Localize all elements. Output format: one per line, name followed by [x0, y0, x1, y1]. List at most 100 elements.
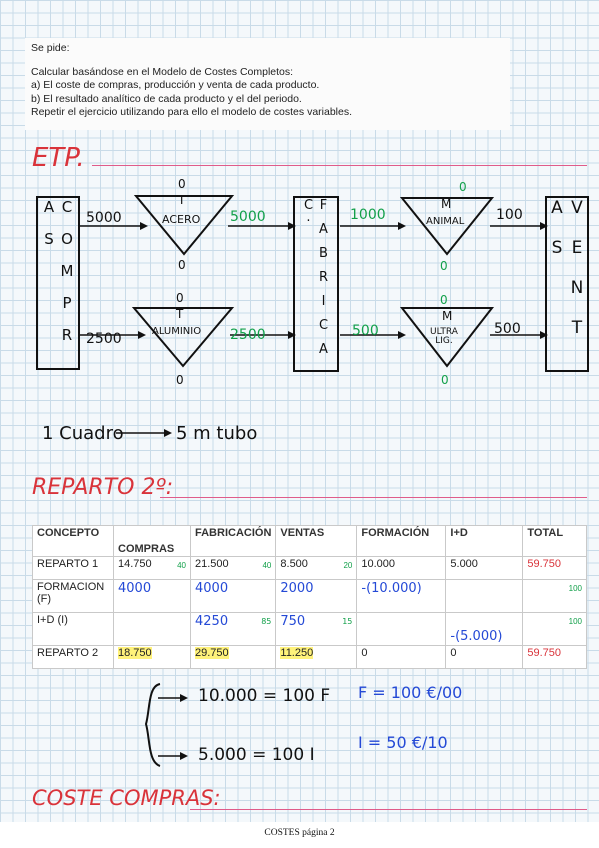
ventas-letters: V E N T A S: [547, 198, 587, 338]
cell-compras: [113, 612, 191, 646]
col-header: COMPRAS: [113, 525, 191, 557]
tri2-label-ultralig: ULTRA LIG.: [430, 327, 458, 346]
pct-badge: 40: [177, 561, 186, 570]
cell-id: -(5.000): [445, 612, 524, 646]
cell-compras: 4000: [113, 579, 191, 613]
triangle-acero: [133, 195, 235, 256]
cell-formacion: 10.000: [356, 556, 447, 580]
cell-id: 5.000: [445, 556, 524, 580]
cell-total: 100: [522, 579, 587, 613]
cell-total: 59.750: [522, 645, 587, 669]
fabrica-letters: F A B R I C A C.: [301, 198, 331, 354]
note-arrow: [116, 429, 172, 437]
note-tubo: 5 m tubo: [176, 423, 258, 444]
tri-zero-bottom: 0: [178, 258, 186, 272]
tri2-zero-top-b: 0: [440, 293, 448, 307]
section-title-coste-compras: COSTE COMPRAS:: [32, 786, 221, 810]
fab-out-bottom: 500: [352, 323, 379, 339]
grid-sheet: [0, 0, 599, 822]
prompt-line: Calcular basándose en el Modelo de Coste…: [31, 65, 294, 78]
tri2-zero-bottom-b: 0: [441, 373, 449, 387]
tri-label-acero: ACERO: [162, 213, 201, 226]
ventas-box: V E N T A S: [545, 196, 589, 372]
col-header: FORMACIÓN: [356, 525, 447, 557]
prompt-line: b) El resultado analítico de cada produc…: [31, 92, 302, 105]
cell-compras: 18.750: [113, 645, 191, 669]
pct-badge: 15: [342, 617, 353, 626]
cell-fabricacion: 4000: [189, 579, 277, 613]
reparto-table: CONCEPTO COMPRAS FABRICACIÓN VENTAS FORM…: [32, 525, 587, 669]
table-row: FORMACION (F) 4000 4000 2000 -(10.000) 1…: [32, 579, 587, 613]
tri-zero-top-b: 0: [176, 291, 184, 305]
section-title-reparto: REPARTO 2º:: [32, 475, 174, 500]
cell-formacion: 0: [356, 645, 447, 669]
pct-badge: 85: [261, 617, 272, 626]
col-header: TOTAL: [522, 525, 587, 557]
tri-t-bottom: T: [176, 307, 184, 321]
pct-badge: 100: [568, 617, 582, 626]
prompt-block: Se pide: Calcular basándose en el Modelo…: [25, 38, 510, 130]
prompt-line: Repetir el ejercicio utilizando para ell…: [31, 106, 353, 118]
cell-concepto: I+D (I): [32, 612, 114, 646]
triangle-ultralig: [399, 307, 495, 368]
prompt-heading: Se pide:: [31, 42, 70, 54]
final-qty-top: 100: [496, 207, 523, 223]
tri2-label-animal: ANIMAL: [426, 216, 465, 227]
table-row: REPARTO 2 18.750 29.750 11.250 0 0 59.75…: [32, 645, 587, 669]
fab-out-top: 1000: [350, 207, 386, 223]
note-f-eq: F = 100 €/00: [358, 683, 463, 702]
compras-box: C O M P R A S: [36, 196, 80, 370]
triangle-animal: [399, 197, 495, 256]
cell-total: 100: [522, 612, 587, 646]
note-line-2: 5.000 = 100 I: [198, 745, 315, 765]
prompt-line: a) El coste de compras, producción y ven…: [31, 79, 320, 91]
qty-out-bottom: 2500: [230, 327, 266, 343]
fabricacion-box: F A B R I C A C.: [293, 196, 339, 372]
cell-id: [445, 579, 524, 613]
col-header: FABRICACIÓN: [189, 525, 277, 557]
tri2-zero-bottom: 0: [440, 259, 448, 273]
note-cuadro: 1 Cuadro: [42, 423, 124, 444]
tri2-m-bottom: M: [442, 309, 453, 323]
pct-badge: 100: [568, 584, 582, 593]
section-title-etp: ETP.: [32, 143, 85, 173]
tri-label-aluminio: ALUMINIO: [152, 326, 202, 337]
pct-badge: 40: [262, 561, 272, 570]
cell-formacion: [356, 612, 447, 646]
cell-fabricacion: 29.750: [189, 645, 277, 669]
qty-in-bottom: 2500: [86, 331, 122, 347]
tri-zero-bottom-b: 0: [176, 373, 184, 387]
section-rule: [92, 165, 587, 166]
qty-out-top: 5000: [230, 209, 266, 225]
cell-concepto: REPARTO 2: [32, 645, 114, 669]
col-header: VENTAS: [275, 525, 358, 557]
final-qty-bottom: 500: [494, 321, 521, 337]
cell-ventas: 2000: [275, 579, 358, 613]
cell-id: 0: [445, 645, 524, 669]
pct-badge: 20: [343, 561, 353, 570]
flow-diagram: [80, 195, 548, 368]
cell-concepto: REPARTO 1: [32, 556, 114, 580]
col-header: CONCEPTO: [32, 525, 114, 557]
col-header: I+D: [445, 525, 524, 557]
section-rule: [160, 497, 587, 498]
brace: [144, 683, 188, 767]
triangle-aluminio: [131, 307, 235, 368]
qty-in-top: 5000: [86, 210, 122, 226]
cell-formacion: -(10.000): [356, 579, 447, 613]
cell-ventas: 11.250: [275, 645, 358, 669]
note-line-1: 10.000 = 100 F: [198, 686, 331, 706]
tri2-m-top: M: [441, 197, 452, 211]
tri-t-top: T: [178, 193, 186, 207]
compras-letters: C O M P R A S: [40, 198, 76, 342]
cell-total: 59.750: [522, 556, 587, 580]
note-i-eq: I = 50 €/10: [358, 733, 448, 752]
tri2-zero-top: 0: [459, 180, 467, 194]
